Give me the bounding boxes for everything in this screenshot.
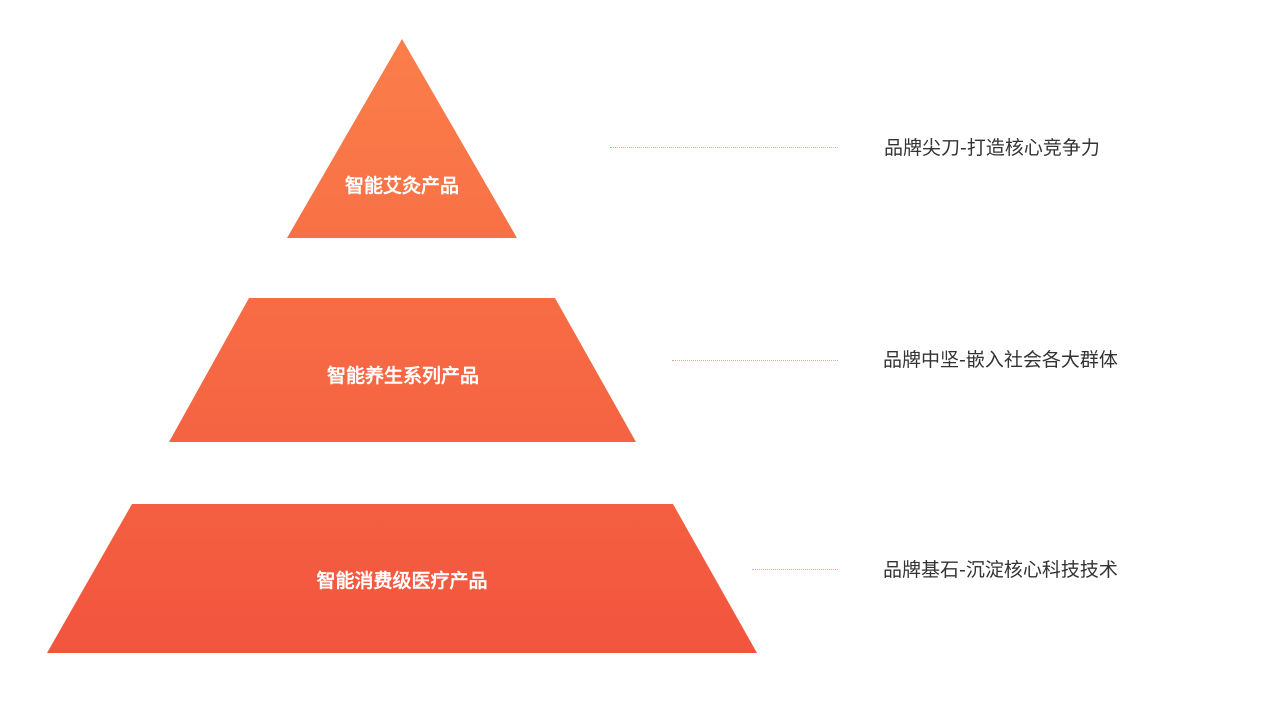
tier-top: 智能艾灸产品 — [287, 39, 517, 238]
tier-top-description: 品牌尖刀-打造核心竞争力 — [884, 137, 1100, 159]
tier-middle-description: 品牌中坚-嵌入社会各大群体 — [883, 349, 1118, 371]
tier-top-label: 智能艾灸产品 — [345, 174, 459, 197]
tier-middle-shape — [169, 298, 636, 442]
leader-line-top — [610, 147, 838, 148]
tier-bottom: 智能消费级医疗产品 — [47, 504, 757, 653]
leader-line-bottom — [752, 569, 838, 570]
tier-bottom-label: 智能消费级医疗产品 — [316, 569, 487, 592]
tier-bottom-description: 品牌基石-沉淀核心科技技术 — [883, 559, 1118, 581]
tier-middle-label: 智能养生系列产品 — [327, 364, 479, 387]
tier-top-shape — [287, 39, 517, 238]
tier-bottom-shape — [47, 504, 757, 653]
leader-line-middle — [672, 360, 838, 361]
tier-middle: 智能养生系列产品 — [169, 298, 636, 442]
